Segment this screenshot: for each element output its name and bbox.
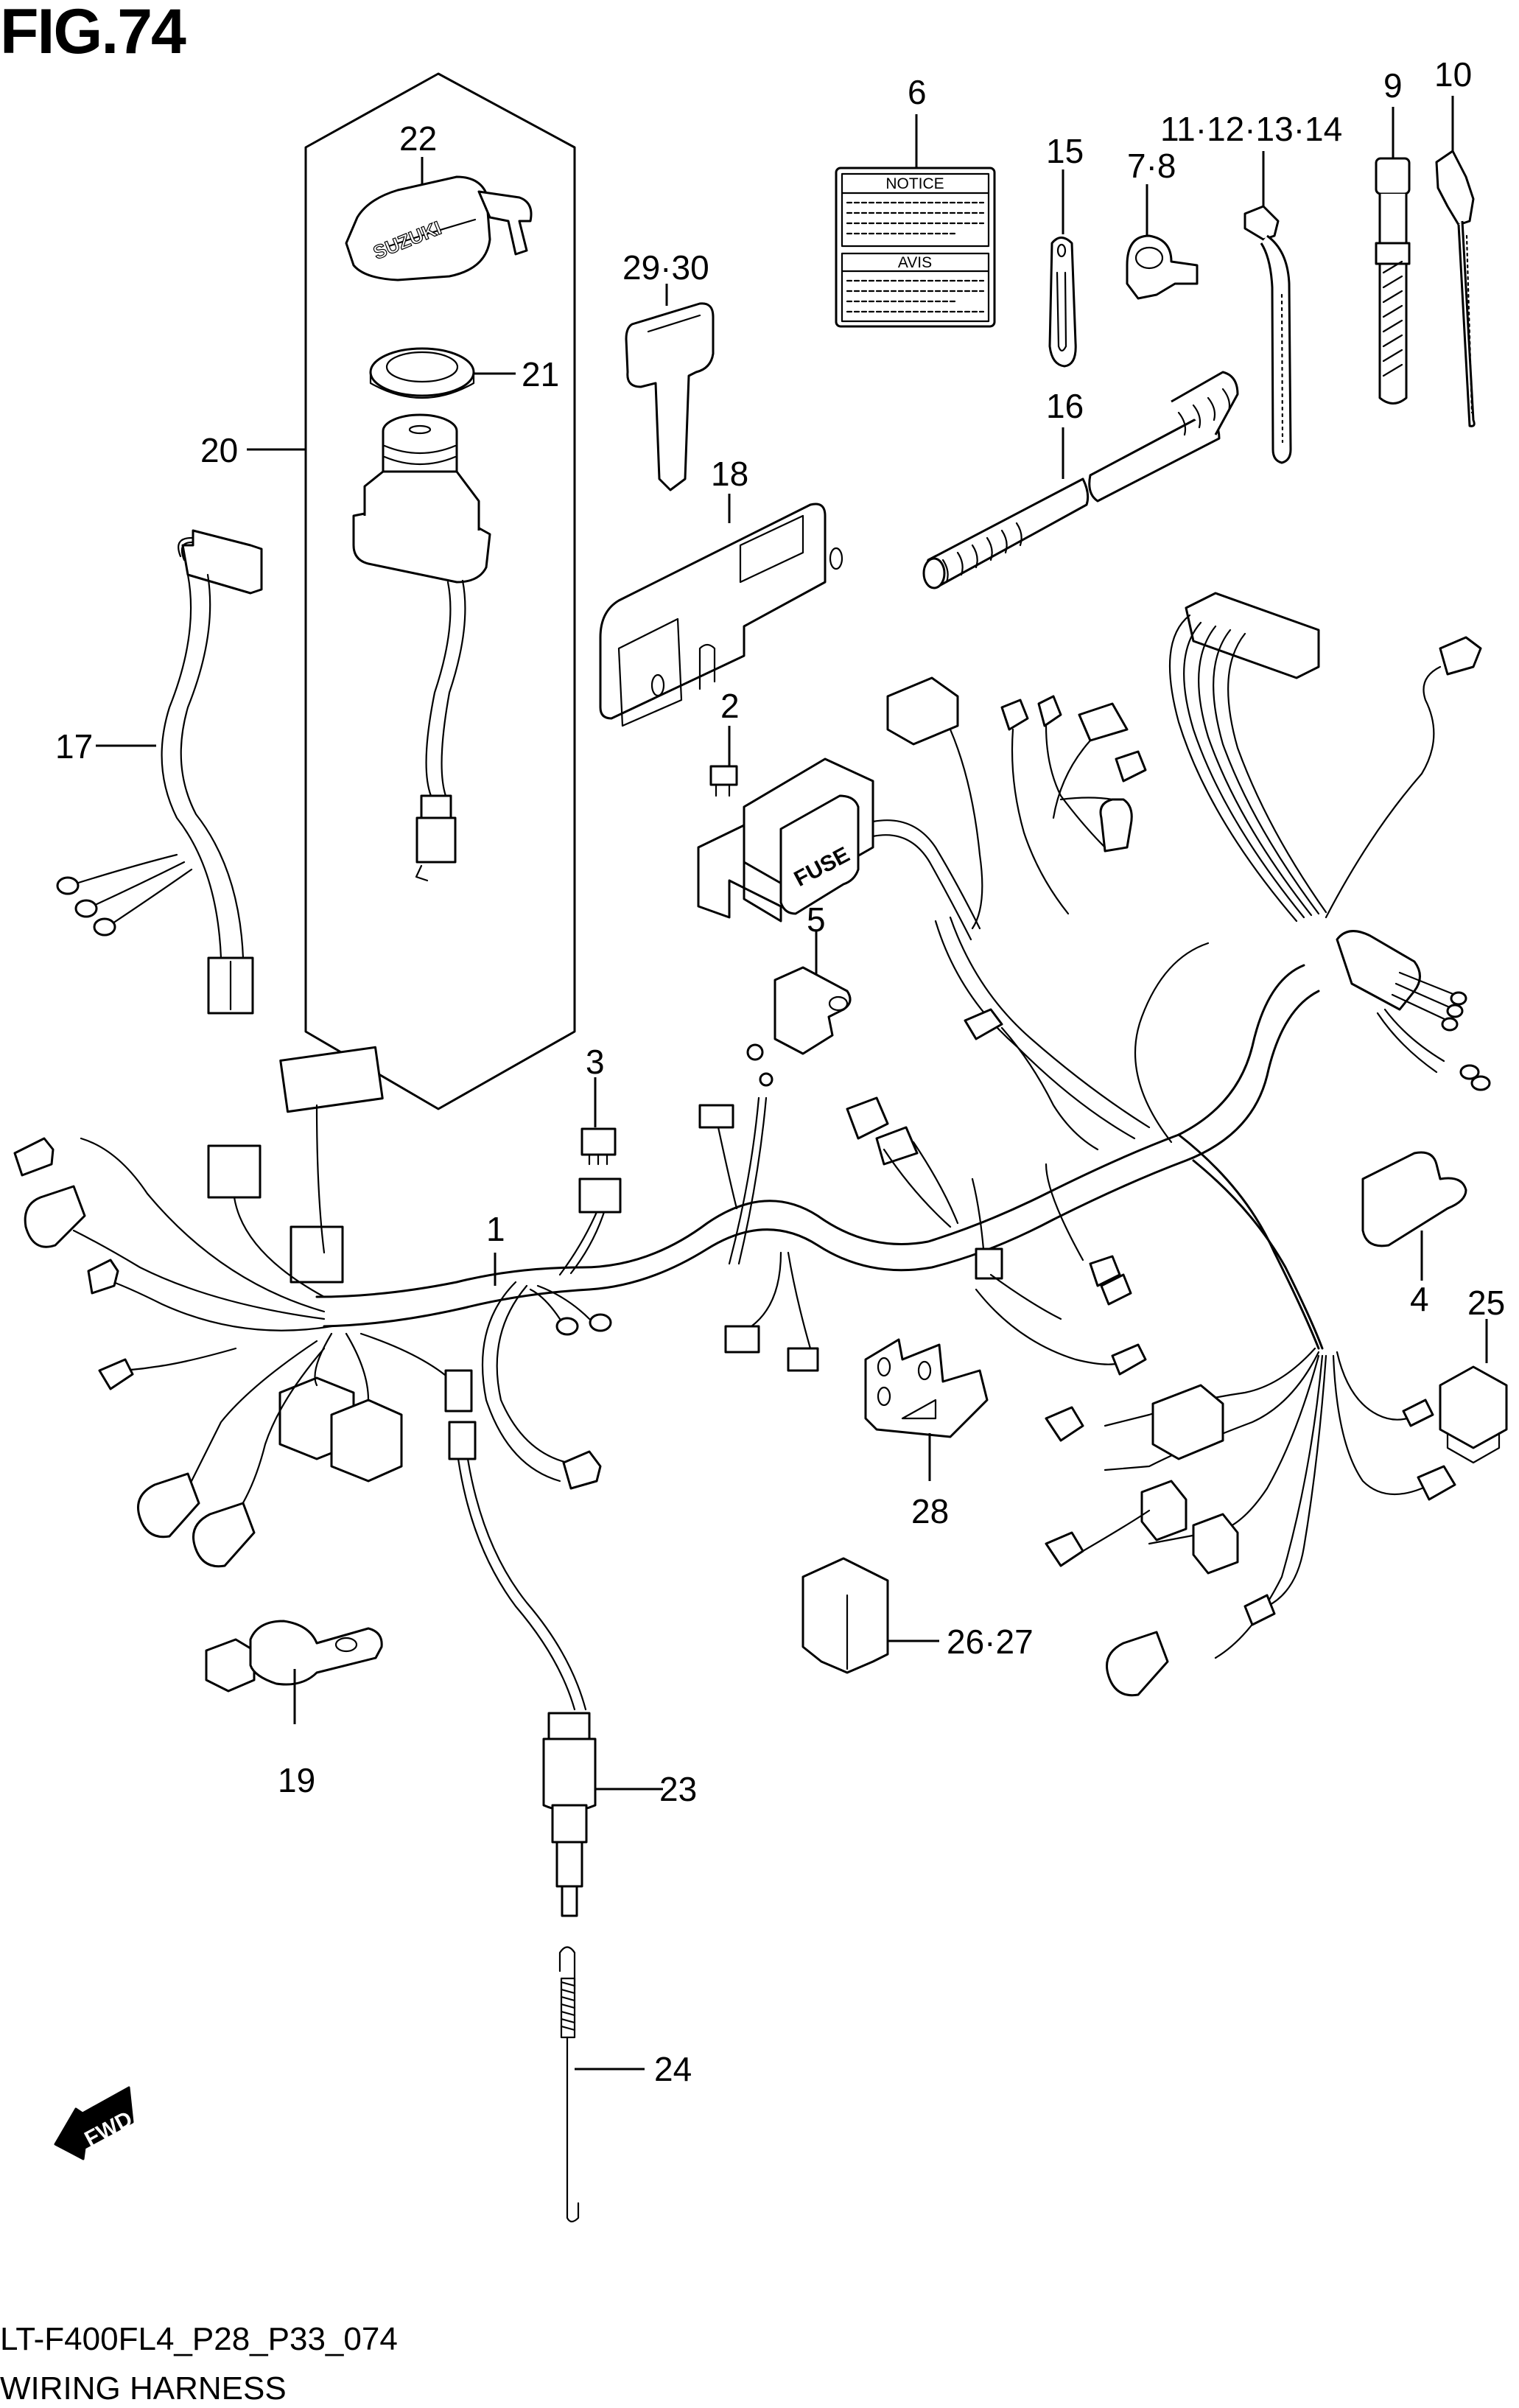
figure-name: WIRING HARNESS: [0, 2370, 287, 2407]
callout-3: 3: [586, 1043, 605, 1081]
callout-24: 24: [654, 2050, 692, 2088]
callout-18: 18: [711, 455, 749, 493]
part-16-corrugated-tube[interactable]: [922, 371, 1239, 589]
part-10-tie[interactable]: [1435, 96, 1476, 427]
part-5-cap[interactable]: [773, 930, 852, 1055]
part-9-tie[interactable]: [1375, 107, 1411, 405]
callout-1: 1: [486, 1210, 505, 1248]
part-7-8-clamp[interactable]: [1126, 184, 1199, 300]
center-connectors[interactable]: [698, 1008, 1147, 1376]
callout-7-8: 7·8: [1127, 147, 1176, 185]
right-main-connector[interactable]: [1168, 592, 1491, 1091]
callout-15: 15: [1046, 132, 1084, 170]
part-17-sub-harness[interactable]: [56, 529, 263, 1015]
callout-20: 20: [200, 431, 239, 469]
part-28-bracket[interactable]: [864, 1338, 989, 1481]
part-26-27-relay[interactable]: [801, 1557, 939, 1674]
callout-25: 25: [1467, 1284, 1506, 1322]
callout-5: 5: [807, 900, 826, 939]
model-code: LT-F400FL4_P28_P33_074: [0, 2321, 398, 2357]
lower-right-cluster[interactable]: [1045, 1347, 1456, 1697]
callout-9: 9: [1383, 66, 1403, 105]
notice-heading: NOTICE: [885, 175, 944, 192]
callout-28: 28: [911, 1492, 950, 1530]
part-23-sensor[interactable]: [542, 1712, 663, 1917]
callout-10: 10: [1434, 55, 1473, 94]
callout-17: 17: [55, 727, 94, 766]
part-22-key-cover[interactable]: SUZUKI: [345, 157, 533, 281]
part-4-boot[interactable]: [1361, 1151, 1467, 1281]
callout-4: 4: [1410, 1280, 1429, 1318]
center-left-branches[interactable]: [448, 1281, 612, 1711]
part-15-clamp[interactable]: [1048, 169, 1077, 368]
part-29-30-blank-key[interactable]: [625, 284, 715, 491]
part-19-switch[interactable]: [205, 1620, 383, 1724]
callout-22: 22: [399, 119, 438, 158]
part-25-relay[interactable]: [1439, 1319, 1508, 1464]
part-21-nut[interactable]: [369, 347, 516, 399]
callout-6: 6: [908, 73, 927, 111]
part-3-relay[interactable]: [558, 1077, 622, 1276]
part-18-bracket[interactable]: [599, 494, 843, 727]
top-center-connectors[interactable]: [886, 676, 1147, 930]
callout-2: 2: [720, 687, 740, 725]
part-20-ignition-switch[interactable]: [352, 413, 491, 882]
part-2-fuse[interactable]: [709, 726, 738, 797]
callout-26-27: 26·27: [947, 1623, 1034, 1661]
figure-title: FIG.74: [0, 0, 186, 67]
part-1-main-harness[interactable]: [315, 916, 1324, 1350]
avis-heading: AVIS: [898, 254, 932, 271]
callout-19: 19: [278, 1761, 316, 1799]
callout-29-30: 29·30: [622, 248, 709, 287]
fuse-box[interactable]: FUSE: [697, 757, 981, 941]
callout-11-14: 11·12·13·14: [1160, 110, 1343, 148]
ignition-kit-frame: [247, 72, 576, 1110]
callout-21: 21: [522, 355, 560, 393]
part-6-notice-label[interactable]: NOTICE AVIS: [835, 114, 996, 328]
part-11-14-cable-tie[interactable]: [1243, 151, 1292, 464]
fwd-arrow-icon: FWD: [54, 2086, 136, 2160]
part-24-spring-rod[interactable]: [558, 1946, 645, 2223]
callout-23: 23: [659, 1770, 698, 1808]
callout-16: 16: [1046, 387, 1084, 425]
left-connector-cluster[interactable]: [13, 1046, 473, 1568]
